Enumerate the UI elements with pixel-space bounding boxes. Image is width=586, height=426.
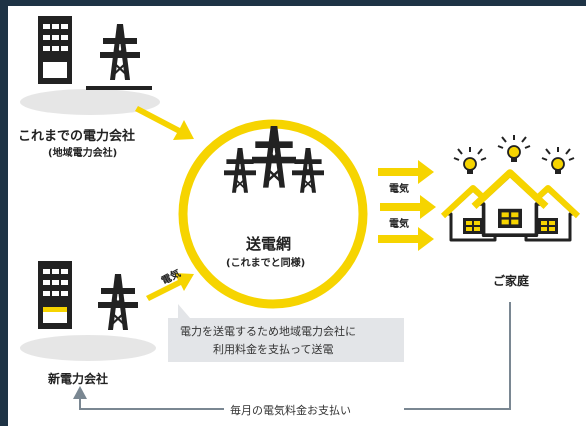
arrow-label-grid-to-home-2: 電気 — [389, 219, 409, 230]
home-title: ご家庭 — [493, 274, 530, 288]
payment-line-left — [79, 398, 224, 410]
new-company-title: 新電力会社 — [48, 372, 109, 386]
old-company-icon-group — [20, 16, 160, 115]
note-pointer — [178, 304, 190, 318]
power-tower-icon — [98, 22, 142, 82]
yellow-band — [43, 307, 67, 312]
payment-line-right — [404, 302, 511, 410]
note-line-1: 電力を送電するため地域電力会社に — [180, 325, 356, 338]
ground-shadow — [20, 89, 160, 115]
grid-subtitle: (これまでと同様) — [226, 258, 306, 269]
diagram-panel: これまでの電力会社 (地域電力会社) 送電網 (これまでと同様) ご家庭 新電力… — [8, 6, 586, 426]
base-line — [86, 86, 152, 90]
old-company-subtitle: (地域電力会社) — [48, 148, 118, 159]
houses-icon-group — [443, 134, 578, 240]
house-icon — [474, 173, 546, 235]
new-company-icon-group — [20, 261, 156, 361]
office-building-icon — [38, 261, 72, 329]
ground-shadow — [20, 335, 156, 361]
light-bulb-icon — [497, 134, 531, 163]
arrow-new-to-grid — [146, 273, 194, 301]
office-building-icon — [38, 16, 72, 84]
arrow-old-to-grid — [135, 106, 194, 140]
payment-arrowhead — [73, 386, 87, 399]
grid-circle — [178, 119, 368, 309]
light-bulb-icon — [541, 146, 575, 175]
light-bulb-icon — [453, 146, 487, 175]
payment-label: 毎月の電気料金お支払い — [230, 404, 351, 417]
arrow-grid-to-home-3 — [378, 227, 434, 251]
power-tower-icon — [96, 272, 140, 332]
note-line-2: 利用料金を支払って送電 — [213, 343, 334, 356]
arrow-grid-to-home-2 — [380, 195, 436, 219]
grid-title: 送電網 — [246, 235, 292, 253]
diagram-canvas — [20, 16, 586, 410]
note-box — [168, 318, 404, 362]
arrow-label-grid-to-home-1: 電気 — [389, 184, 409, 195]
old-company-title: これまでの電力会社 — [18, 129, 136, 144]
arrow-grid-to-home-1 — [378, 160, 434, 184]
